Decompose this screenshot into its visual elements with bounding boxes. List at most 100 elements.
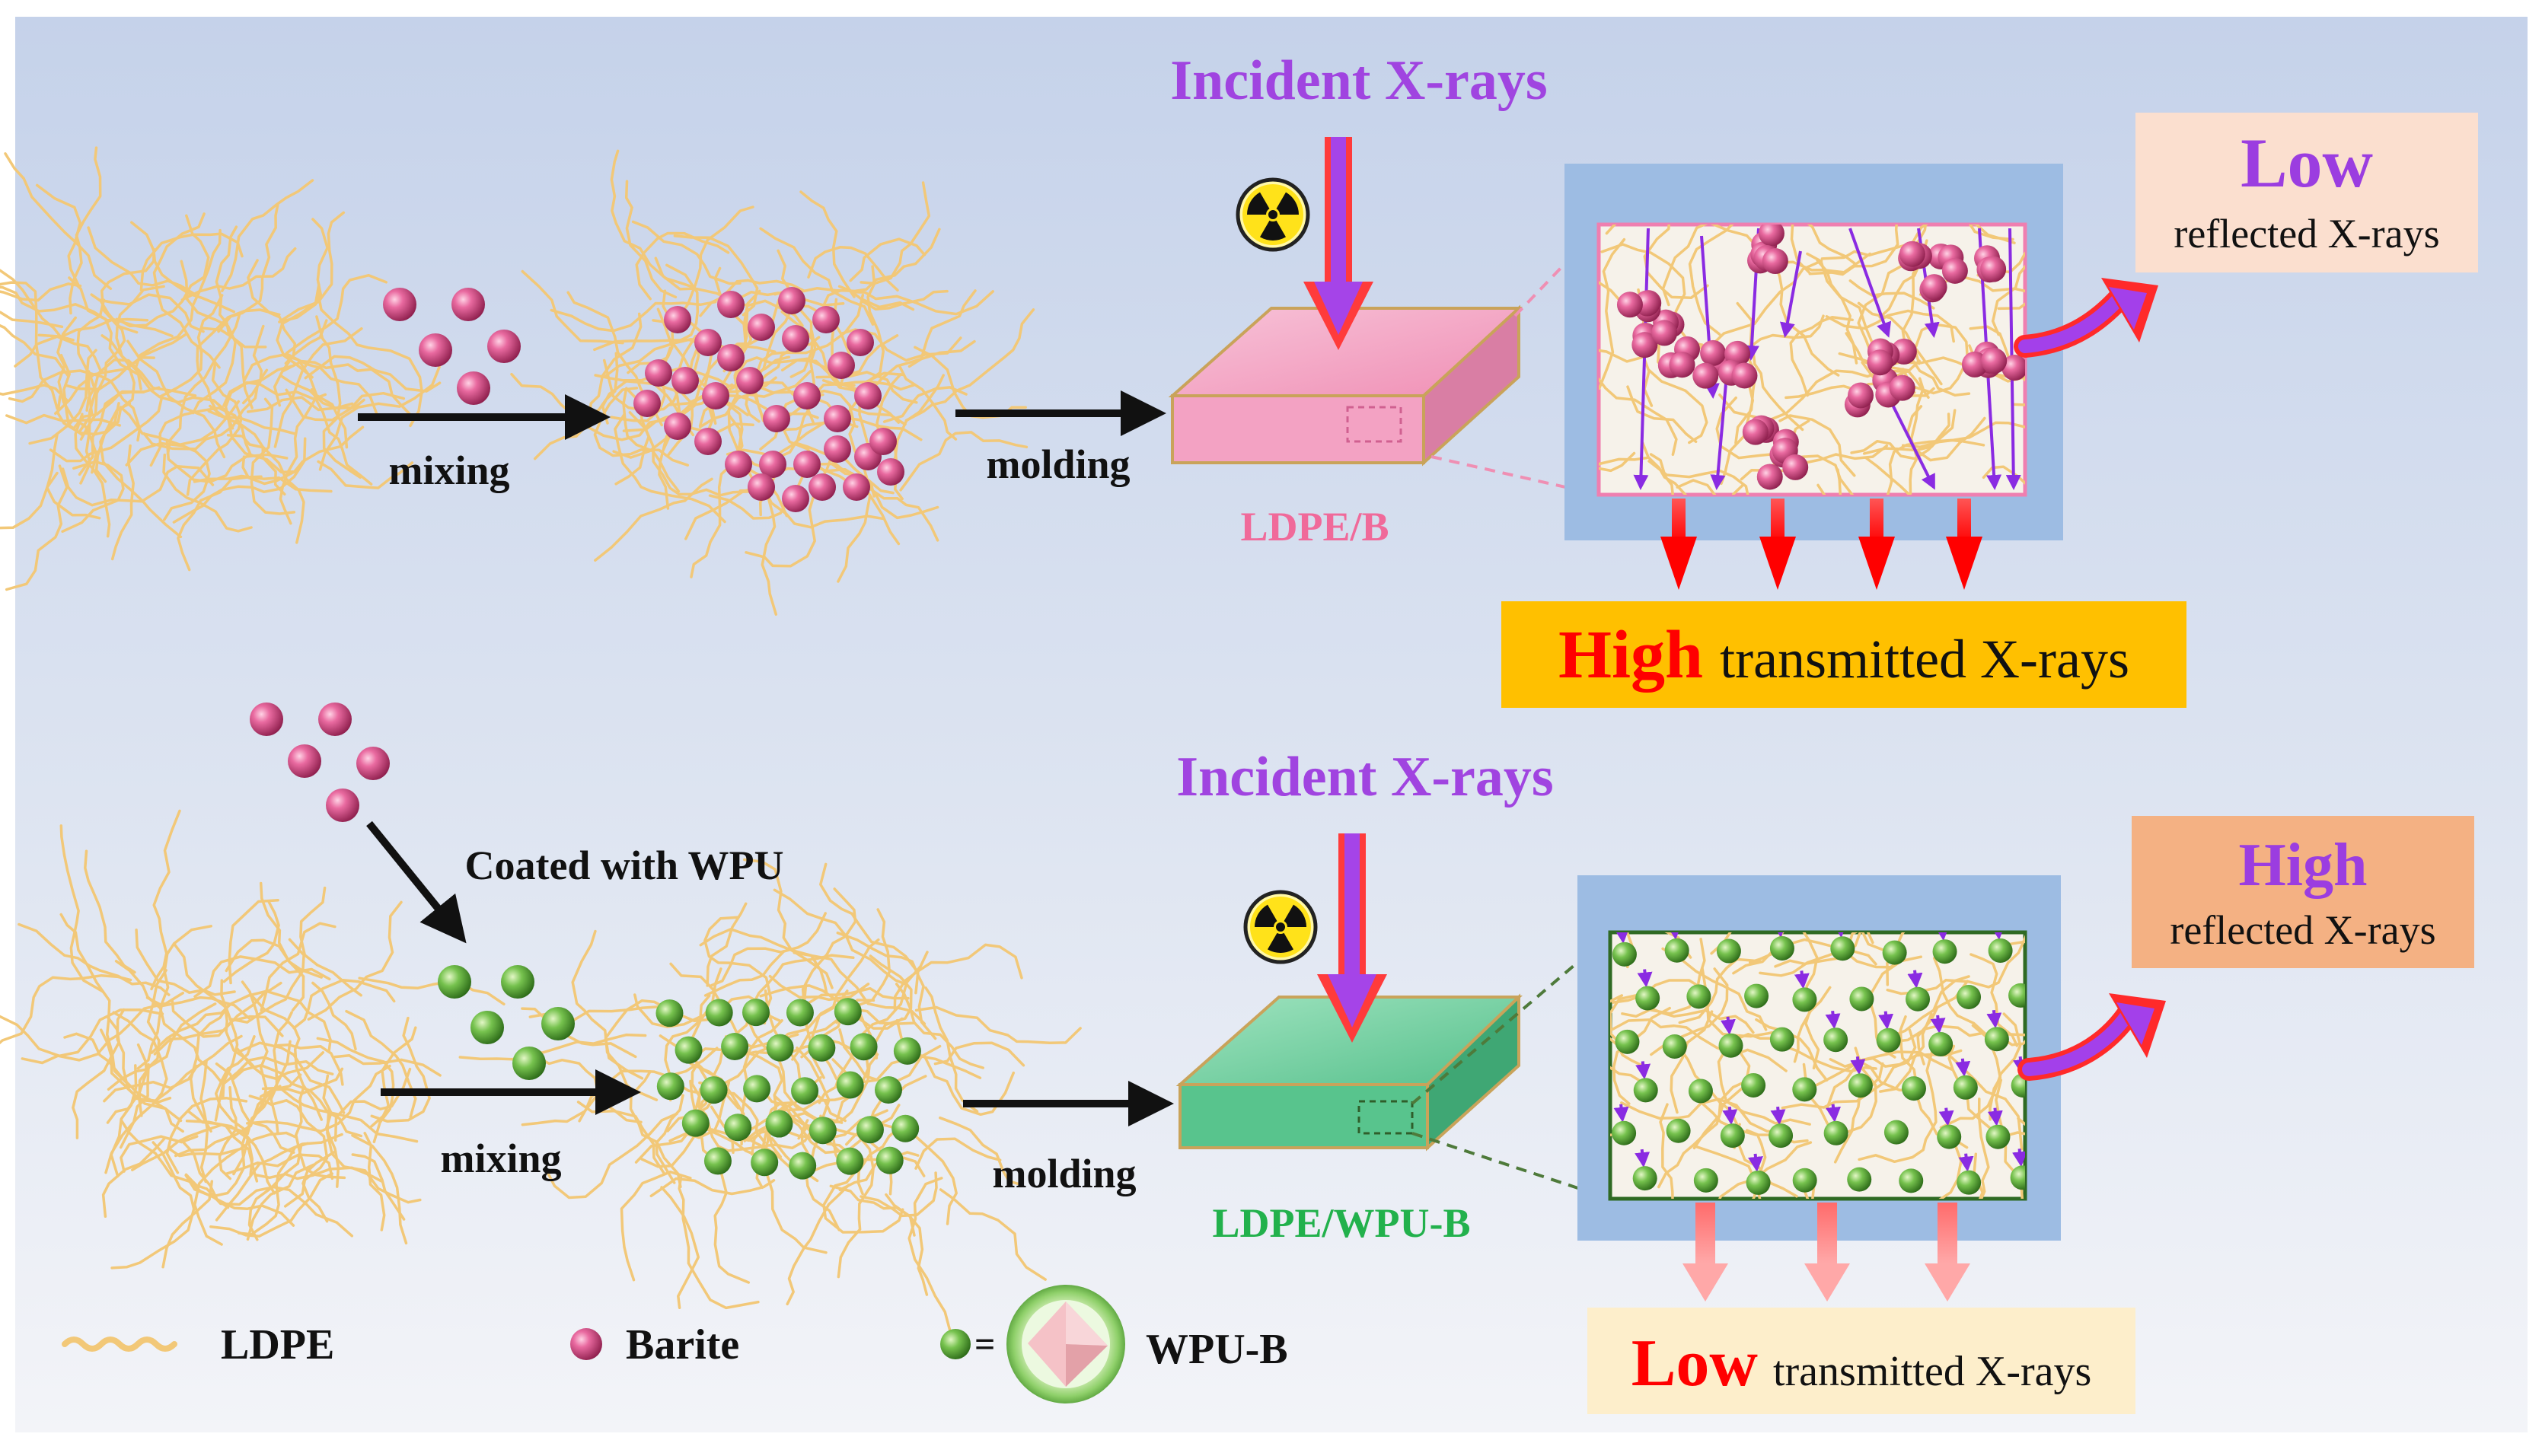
wpu-b-particle (1957, 1170, 1982, 1195)
xray-path-arrow (1770, 1106, 1786, 1126)
barite-particles-uncoated (250, 703, 390, 822)
xray-path-arrow (1887, 395, 1935, 490)
wpu-b-particle (876, 1146, 904, 1174)
wpu-b-particle (1906, 986, 1931, 1012)
transmitted-level-bottom: Low (1631, 1327, 1759, 1400)
reflected-arrow-bottom (2017, 993, 2166, 1081)
transmitted-xray-arrow (1946, 499, 1982, 590)
barite-particle (717, 291, 745, 318)
wpu-b-particle (1664, 938, 1689, 963)
barite-particle (824, 405, 851, 432)
wpu-b-composite-bottom (655, 998, 921, 1180)
wpu-b-particle (742, 999, 770, 1027)
reflected-text-top: reflected X-rays (2174, 211, 2439, 256)
zoom-line-bottom-1 (1411, 933, 1612, 1105)
mixing-label-bottom: mixing (440, 1136, 561, 1181)
ldpe-fiber-cluster (0, 809, 506, 1270)
wpu-b-particle (1792, 1077, 1817, 1102)
wpu-b-particle (1612, 941, 1637, 967)
barite-particles-loose (383, 288, 521, 405)
incident-xrays-title-top: Incident X-rays (1170, 49, 1547, 112)
barite-particle (1651, 320, 1678, 346)
transmitted-caption-bottom: Low transmitted X-rays (1631, 1327, 2092, 1400)
wpu-b-particle (789, 1152, 817, 1180)
barite-particle (645, 359, 672, 387)
wpu-b-particle (541, 1007, 575, 1040)
barite-legend-swatch (570, 1328, 602, 1360)
wpu-b-particle (1662, 1034, 1687, 1059)
xray-path-arrow (1848, 228, 1892, 338)
wpu-b-particle (836, 1071, 864, 1099)
wpu-b-particle (743, 1075, 771, 1103)
xray-path-arrow (1987, 1107, 2003, 1126)
wpu-b-particle (1720, 1123, 1745, 1149)
incident-xray-arrow-top (1303, 137, 1373, 350)
ldpe-legend-swatch (62, 1337, 177, 1352)
barite-particle (824, 435, 851, 463)
barite-particle (1981, 348, 2008, 374)
wpu-b-particle (751, 1149, 779, 1177)
barite-particle (793, 451, 821, 478)
xray-path-arrow (1958, 1153, 1974, 1172)
wpu-b-particle (1746, 1170, 1771, 1195)
wpu-b-particle (705, 999, 733, 1027)
coating-arrow (366, 820, 467, 944)
barite-particle (288, 744, 321, 778)
barite-particle (1731, 362, 1758, 389)
barite-particle (356, 747, 390, 780)
wpu-b-particle (1792, 987, 1817, 1012)
barite-particle (854, 382, 882, 409)
xray-path-arrow (1907, 970, 1923, 989)
transmitted-level-top: High (1558, 617, 1703, 693)
wpu-b-particle (1849, 986, 1874, 1012)
barite-particle (1889, 374, 1915, 401)
xray-path-arrow (1748, 1153, 1763, 1172)
barite-particle (828, 352, 855, 379)
barite-particle (664, 306, 691, 333)
xray-path-arrow (1722, 1106, 1738, 1126)
wpu-b-particle (656, 1072, 684, 1101)
barite-particle (717, 344, 745, 371)
barite-particle (1700, 339, 1727, 366)
barite-particle (250, 703, 283, 736)
wpu-b-particle (1744, 983, 1769, 1008)
xray-path-arrow (1614, 932, 1630, 944)
legend-barite-label: Barite (626, 1321, 739, 1368)
barite-particle (782, 325, 809, 352)
barite-particle (793, 382, 821, 409)
barite-particle (736, 367, 764, 394)
xray-path-arrow (1635, 1149, 1651, 1168)
wpu-b-particle (1635, 986, 1660, 1011)
wpu-b-particle (1882, 940, 1907, 965)
transmitted-text-top: transmitted X-rays (1720, 629, 2129, 690)
transmitted-arrows-top (1660, 499, 1982, 590)
xray-path-arrow (1934, 932, 1950, 941)
reflected-level-top: Low (2241, 124, 2373, 202)
barite-particle (725, 451, 752, 478)
barite-particle (1756, 464, 1783, 490)
wpu-b-particle (1792, 1168, 1817, 1193)
wpu-b-particle (470, 1011, 504, 1044)
barite-particle (1758, 225, 1785, 247)
wpu-b-particle (655, 999, 684, 1027)
barite-particle (1961, 351, 1988, 378)
barite-particle (1941, 257, 1968, 284)
wpu-b-particle (681, 1109, 710, 1137)
barite-particle (694, 428, 722, 455)
wpu-b-particle (808, 1034, 836, 1062)
barite-particle (451, 288, 485, 321)
barite-particle (664, 413, 691, 440)
wpu-b-particle (1883, 1120, 1909, 1145)
barite-particle (383, 288, 416, 321)
barite-particle (2001, 355, 2025, 381)
wpu-b-particle (856, 1116, 884, 1144)
ldpe-fiber-cluster (0, 146, 442, 591)
barite-particle (1692, 362, 1719, 389)
xray-path-arrow (2012, 1149, 2025, 1168)
wpu-b-particle (1957, 984, 1982, 1009)
wpu-b-particle (2011, 1073, 2025, 1098)
wpu-b-particle (724, 1114, 752, 1142)
barite-particle (763, 405, 790, 432)
wpu-b-particle (1686, 984, 1711, 1009)
barite-particle (1616, 292, 1643, 318)
